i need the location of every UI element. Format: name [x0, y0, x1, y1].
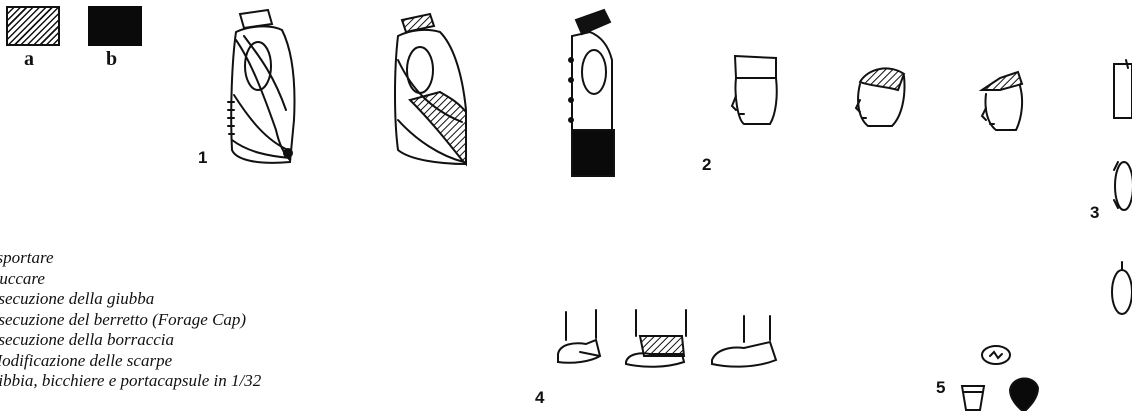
legend-list: asportare stuccare Esecuzione della giub… — [0, 248, 261, 392]
figure-number-5: 5 — [936, 378, 946, 397]
head-sketch-1 — [730, 54, 778, 125]
figure-number-2: 2 — [702, 155, 712, 174]
legend-item-fibbia: Fibbia, bicchiere e portacapsule in 1/32 — [0, 371, 262, 390]
legend-item-stuccare: stuccare — [0, 268, 45, 288]
boot-sketch-3 — [711, 315, 778, 368]
swatch-label-a: a — [24, 48, 34, 70]
legend-item-borraccia: Esecuzione della borraccia — [0, 330, 175, 349]
boot-sketch-2 — [625, 309, 687, 368]
head-sketch-3 — [978, 70, 1024, 131]
legend-item-berretto: Esecuzione del berretto (Forage Cap) — [0, 309, 247, 329]
canteen-sketch — [1111, 59, 1132, 315]
legend-item-scarpe: Modificazione delle scarpe — [0, 350, 173, 370]
head-sketch-2 — [854, 67, 906, 127]
legend-item-giubba: Esecuzione della giubba — [0, 289, 155, 308]
solid-black-swatch — [88, 6, 142, 46]
buckle-cup-cartridge-sketch — [960, 345, 1040, 411]
hatched-swatch — [6, 6, 60, 46]
jacket-sketch-2 — [394, 12, 467, 167]
legend-item-asportare: asportare — [0, 248, 54, 267]
figure-number-4: 4 — [535, 388, 545, 407]
jacket-sketch-1 — [227, 8, 296, 164]
jacket-sketch-3 — [568, 8, 615, 177]
boot-sketch-1 — [557, 309, 602, 364]
figure-number-1: 1 — [198, 148, 208, 167]
swatch-label-b: b — [106, 48, 118, 70]
figure-number-3: 3 — [1090, 203, 1100, 222]
